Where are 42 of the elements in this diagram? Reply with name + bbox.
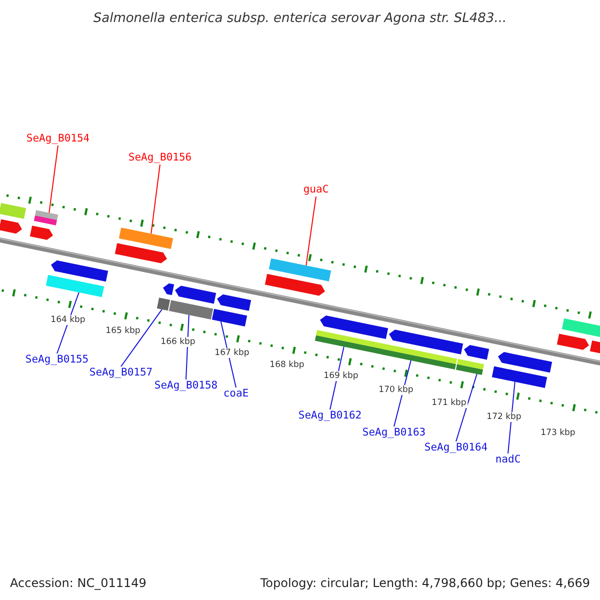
gene-bar	[34, 210, 58, 226]
position-label: 169 kbp	[322, 371, 360, 381]
leader-line	[150, 164, 160, 234]
gene-bar	[268, 258, 332, 282]
position-label: 167 kbp	[214, 348, 250, 358]
position-label: 165 kbp	[104, 326, 142, 336]
leader-line	[508, 381, 516, 454]
leader-line	[120, 308, 162, 367]
gene-label: SeAg_B0155	[25, 354, 89, 366]
position-label: 166 kbp	[160, 337, 196, 347]
gene-bar	[168, 300, 214, 320]
title: Salmonella enterica subsp. enterica serovar Agona str. SL483...	[92, 10, 508, 28]
leader-line	[48, 145, 58, 214]
gene-bar	[389, 330, 464, 354]
footer-text: Topology: circular; Length: 4,798,660 bp; Genes: 4,669	[260, 575, 590, 592]
gene-bar	[456, 358, 484, 376]
gene-label: SeAg_B0158	[154, 380, 218, 392]
position-label: 173 kbp	[540, 428, 576, 438]
gene-label: guaC	[303, 184, 329, 196]
gene-label: coaE	[223, 388, 249, 400]
gene-bar	[212, 308, 248, 326]
gene-bar	[314, 330, 458, 370]
position-label: 168 kbp	[268, 360, 306, 370]
position-label: 170 kbp	[378, 385, 414, 395]
gene-label: SeAg_B0154	[26, 132, 90, 146]
position-label: 164 kbp	[50, 315, 86, 325]
gene-bar	[492, 366, 548, 388]
leader-line	[186, 314, 190, 380]
gene-bar	[156, 298, 170, 311]
gene-label: SeAg_B0163	[362, 426, 426, 440]
gene-label: SeAg_B0157	[89, 366, 153, 380]
gene-label: SeAg_B0162	[298, 410, 362, 422]
position-label: 171 kbp	[430, 398, 468, 408]
footer-text: Accession: NC_011149	[10, 575, 146, 592]
gene-label: SeAg_B0164	[424, 442, 488, 454]
gene-bar	[46, 274, 104, 298]
gene-bar	[118, 228, 174, 249]
leader-line	[306, 196, 316, 266]
gene-label: SeAg_B0156	[128, 152, 192, 164]
position-label: 172 kbp	[486, 412, 522, 422]
gene-label: nadC	[495, 454, 521, 466]
leader-line	[456, 374, 478, 442]
